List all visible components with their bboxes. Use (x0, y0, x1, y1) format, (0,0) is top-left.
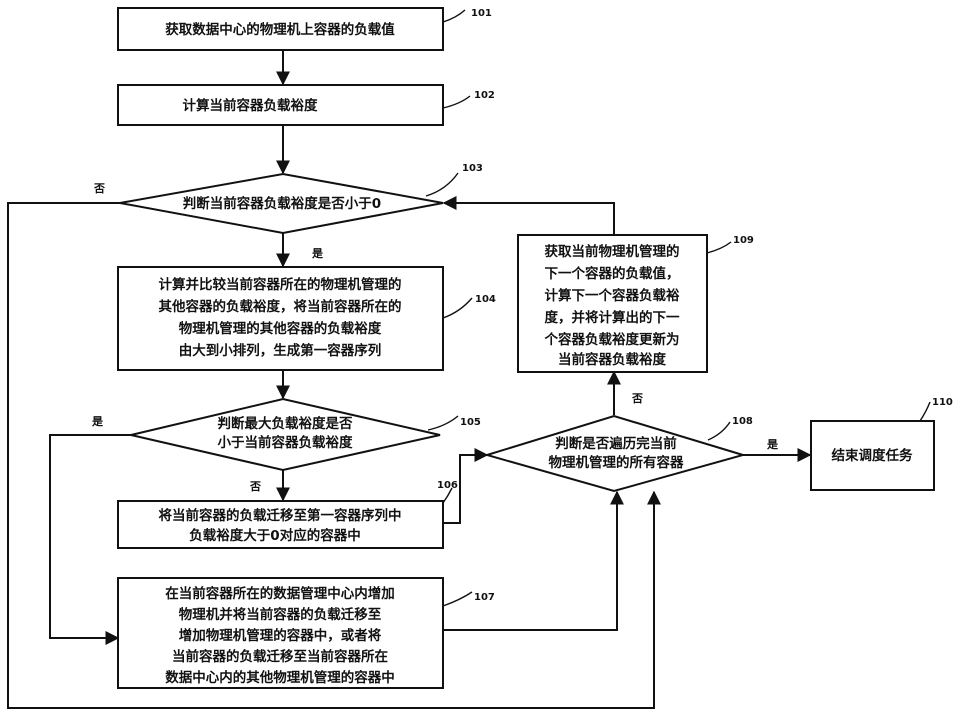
leader-103 (426, 173, 458, 196)
ref-110: 110 (932, 397, 953, 408)
node-110: 结束调度任务 (811, 421, 934, 490)
node-107-line-4: 当前容器的负载迁移至当前容器所在 (172, 648, 388, 665)
ref-109: 109 (733, 235, 754, 246)
ref-106: 106 (437, 480, 458, 491)
edge-label-103-no: 否 (93, 182, 105, 195)
edge-label-108-yes: 是 (766, 438, 779, 451)
node-104-line-2: 其他容器的负载裕度，将当前容器所在的 (159, 298, 402, 315)
ref-108: 108 (732, 416, 753, 427)
node-106-line-1: 将当前容器的负载迁移至第一容器序列中 (159, 507, 402, 524)
node-108-diamond (487, 416, 743, 491)
node-104: 计算并比较当前容器所在的物理机管理的 其他容器的负载裕度，将当前容器所在的 物理… (118, 267, 443, 370)
node-107-line-3: 增加物理机管理的容器中，或者将 (179, 627, 382, 644)
node-109-line-2: 下一个容器的负载值， (545, 265, 680, 282)
node-107-line-2: 物理机并将当前容器的负载迁移至 (179, 606, 382, 623)
node-103: 判断当前容器负载裕度是否小于0 (120, 174, 443, 233)
node-102: 计算当前容器负载裕度 (118, 85, 443, 125)
node-109-line-5: 个容器负载裕度更新为 (544, 331, 680, 348)
ref-104: 104 (475, 294, 496, 305)
ref-103: 103 (462, 163, 483, 174)
node-104-line-1: 计算并比较当前容器所在的物理机管理的 (159, 276, 402, 293)
node-106: 将当前容器的负载迁移至第一容器序列中 负载裕度大于0对应的容器中 (118, 501, 443, 548)
node-109-line-6: 当前容器负载裕度 (558, 351, 666, 368)
node-109-line-1: 获取当前物理机管理的 (545, 243, 680, 260)
node-105: 判断最大负载裕度是否 小于当前容器负载裕度 (131, 399, 440, 470)
edge-107-to-108 (443, 492, 617, 630)
ref-107: 107 (474, 592, 495, 603)
edge-label-105-yes: 是 (91, 415, 104, 428)
node-104-line-4: 由大到小排列，生成第一容器序列 (179, 342, 382, 359)
node-104-line-3: 物理机管理的其他容器的负载裕度 (179, 320, 382, 337)
node-107: 在当前容器所在的数据管理中心内增加 物理机并将当前容器的负载迁移至 增加物理机管… (118, 578, 443, 688)
leader-110 (920, 402, 930, 421)
edge-label-105-no: 否 (249, 480, 261, 493)
node-107-line-1: 在当前容器所在的数据管理中心内增加 (165, 585, 395, 602)
node-102-label: 计算当前容器负载裕度 (183, 97, 318, 114)
edge-109-to-103 (444, 203, 614, 234)
ref-102: 102 (474, 90, 495, 101)
node-110-label: 结束调度任务 (832, 447, 913, 464)
node-108-line-1: 判断是否遍历完当前 (555, 435, 677, 452)
edge-label-108-no: 否 (631, 392, 643, 405)
node-103-label: 判断当前容器负载裕度是否小于0 (183, 195, 381, 212)
node-108-line-2: 物理机管理的所有容器 (549, 454, 684, 471)
node-109-line-3: 计算下一个容器负载裕 (545, 287, 680, 304)
node-105-line-2: 小于当前容器负载裕度 (218, 434, 353, 451)
node-105-line-1: 判断最大负载裕度是否 (218, 415, 353, 432)
node-101: 获取数据中心的物理机上容器的负载值 (118, 8, 443, 50)
leader-107 (443, 592, 472, 606)
node-108: 判断是否遍历完当前 物理机管理的所有容器 (487, 416, 743, 491)
node-101-label: 获取数据中心的物理机上容器的负载值 (165, 21, 395, 38)
leader-104 (443, 298, 472, 318)
node-109-line-4: 度，并将计算出的下一 (545, 309, 680, 326)
node-107-line-5: 数据中心内的其他物理机管理的容器中 (165, 669, 395, 686)
leader-105 (428, 416, 458, 430)
leader-102 (443, 96, 470, 108)
node-106-line-2: 负载裕度大于0对应的容器中 (189, 527, 360, 544)
node-109: 获取当前物理机管理的 下一个容器的负载值， 计算下一个容器负载裕 度，并将计算出… (518, 235, 707, 372)
edge-label-103-yes: 是 (311, 247, 324, 260)
leader-101 (443, 10, 465, 22)
ref-101: 101 (471, 8, 492, 19)
leader-109 (707, 242, 731, 253)
ref-105: 105 (460, 417, 481, 428)
leader-108 (708, 422, 730, 440)
